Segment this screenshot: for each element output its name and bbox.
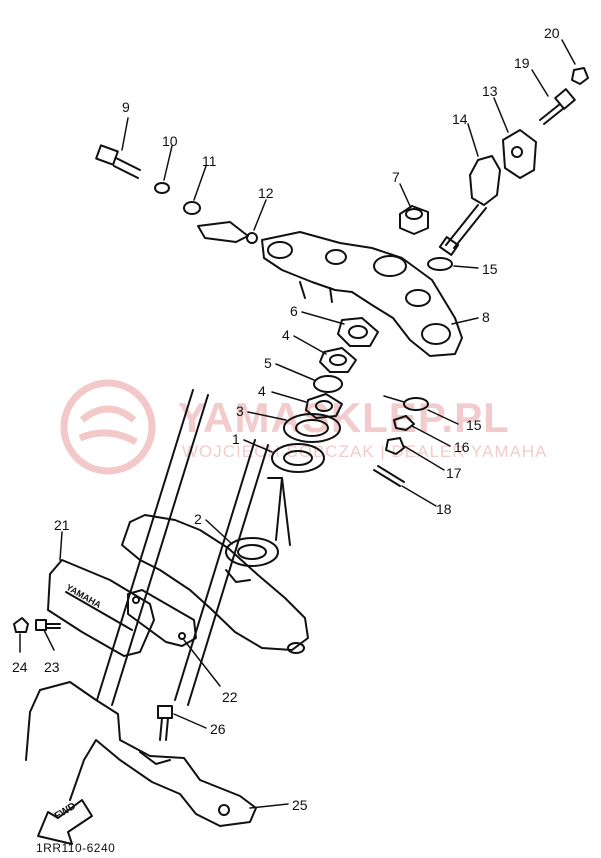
- handlebar-holder: [438, 155, 501, 256]
- lock-plate-12: [197, 221, 249, 243]
- callout-21: 21: [54, 517, 70, 533]
- bearing-1: [271, 443, 325, 473]
- callout-6: 6: [290, 303, 298, 319]
- washer-15-upper: [427, 257, 453, 271]
- callout-8: 8: [482, 309, 490, 325]
- callout-22: 22: [222, 689, 238, 705]
- bolt-18: [373, 465, 405, 487]
- callout-10: 10: [162, 133, 178, 149]
- callout-7: 7: [392, 169, 400, 185]
- upper-bracket: [261, 231, 463, 357]
- callout-11: 11: [202, 153, 217, 169]
- callout-15-lower: 15: [466, 417, 482, 433]
- bearing-cover-3: [283, 413, 341, 443]
- nut-16: [393, 415, 415, 431]
- bearing-2: [225, 537, 279, 567]
- watermark-title: YAMASKLEP.PL: [178, 394, 510, 441]
- bolt-9: [95, 144, 141, 179]
- callout-25: 25: [292, 797, 308, 813]
- nut-20: [571, 67, 589, 85]
- callout-24: 24: [12, 659, 28, 675]
- callout-18: 18: [436, 501, 452, 517]
- holder-cap: [502, 129, 537, 179]
- bracket-22: [127, 589, 197, 647]
- washer-10: [154, 182, 170, 194]
- ring-12: [246, 232, 258, 244]
- callout-23: 23: [44, 659, 60, 675]
- callout-14: 14: [452, 111, 468, 127]
- watermark-logo-icon: [60, 379, 156, 475]
- callout-3: 3: [236, 403, 244, 419]
- emblem-bracket-21: [47, 559, 155, 657]
- washer-11: [183, 201, 201, 215]
- cap-nut-7: [399, 205, 429, 235]
- bolt-26: [157, 705, 173, 741]
- callout-26: 26: [210, 721, 226, 737]
- callout-15-upper: 15: [482, 261, 498, 277]
- callout-2: 2: [194, 511, 202, 527]
- nut-17: [385, 437, 405, 455]
- washer-15-lower: [403, 397, 429, 411]
- callout-13: 13: [482, 83, 498, 99]
- diagram-code: 1RR110-6240: [36, 841, 116, 855]
- callout-12: 12: [258, 185, 274, 201]
- leader-lines: [19, 39, 576, 809]
- under-bracket: [121, 477, 309, 654]
- bolt-19: [539, 88, 576, 125]
- callout-9: 9: [122, 99, 130, 115]
- ring-nut-4-upper: [319, 347, 357, 373]
- ring-nut-6: [337, 317, 379, 347]
- bolt-23: [35, 619, 61, 631]
- callout-1: 1: [232, 431, 240, 447]
- callout-17: 17: [446, 465, 462, 481]
- fork-tube-left: [96, 389, 209, 706]
- fwd-arrow-icon: [37, 799, 93, 845]
- callout-16: 16: [454, 439, 470, 455]
- callout-19: 19: [514, 55, 530, 71]
- nut-24: [13, 617, 29, 633]
- callout-5: 5: [264, 355, 272, 371]
- washer-5: [313, 375, 343, 393]
- ring-nut-4-lower: [305, 393, 343, 419]
- callout-4-lower: 4: [258, 383, 266, 399]
- callout-4-upper: 4: [282, 327, 290, 343]
- callout-20: 20: [544, 25, 560, 41]
